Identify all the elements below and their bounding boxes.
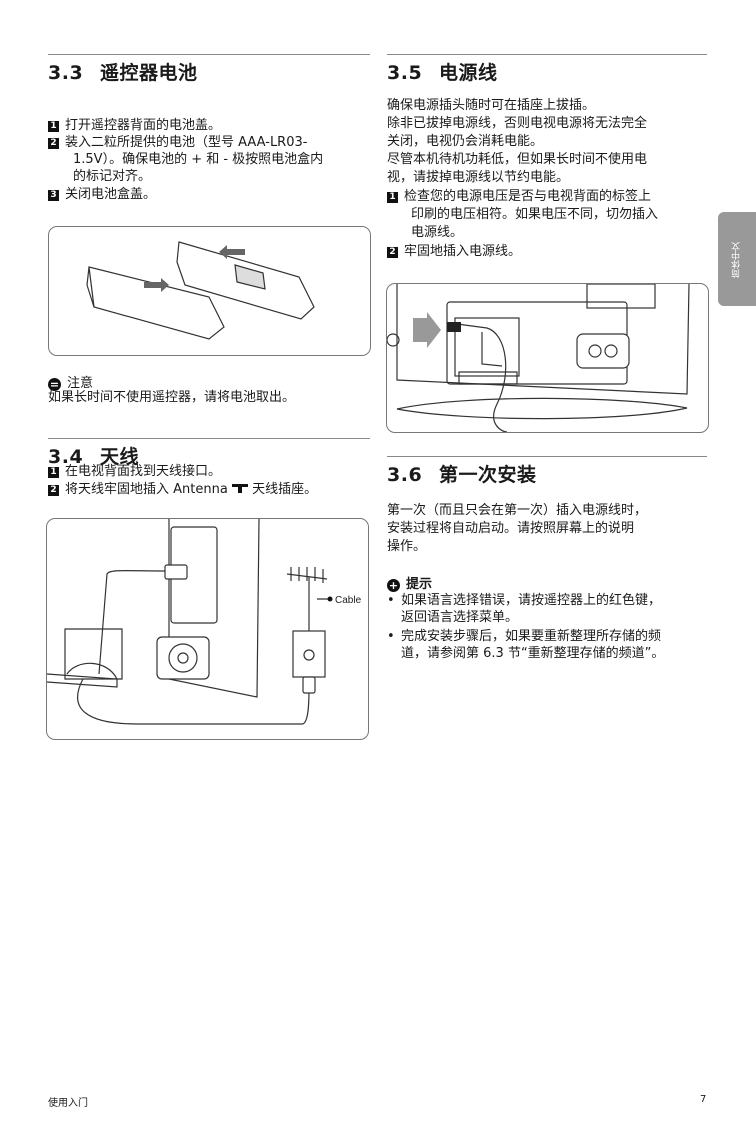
footer-section-name: 使用入门	[48, 1098, 88, 1109]
section-rule	[48, 438, 370, 439]
step-text: 将天线牢固地插入 Antenna	[65, 482, 228, 497]
note-icon: =	[48, 378, 61, 391]
step-text-cont: 的标记对齐。	[73, 169, 152, 184]
step-3: 3 关闭电池盒盖。	[48, 186, 156, 203]
section-rule	[48, 54, 370, 55]
antenna-connection-illustration: Cable	[46, 518, 369, 740]
section-title: 遥控器电池	[100, 62, 198, 84]
language-tab-label: 简体中文	[732, 242, 742, 278]
section-heading-3-3: 3.3 遥控器电池	[48, 58, 198, 85]
step-text: 检查您的电源电压是否与电视背面的标签上	[404, 189, 652, 204]
body-text: 安装过程将自动启动。请按照屏幕上的说明	[387, 521, 635, 536]
step-text: 在电视背面找到天线接口。	[65, 464, 222, 479]
section-heading-3-4: 3.4 天线	[48, 442, 139, 469]
body-text: 视，请拔掉电源线以节约电能。	[387, 170, 570, 185]
note-label: 注意	[67, 376, 94, 391]
step-number-icon: 3	[48, 190, 59, 201]
section-rule	[387, 456, 707, 457]
step-text: 打开遥控器背面的电池盖。	[65, 118, 222, 133]
section-number: 3.3	[48, 62, 84, 84]
step-text: 天线插座。	[252, 482, 318, 497]
body-text: 第一次（而且只会在第一次）插入电源线时，	[387, 503, 648, 518]
step-1: 1 检查您的电源电压是否与电视背面的标签上	[387, 188, 651, 205]
step-number-icon: 2	[48, 485, 59, 496]
step-number-icon: 2	[387, 247, 398, 258]
section-heading-3-6: 3.6 第一次安装	[387, 460, 537, 487]
step-text: 装入二粒所提供的电池（型号 AAA-LR03-	[65, 135, 308, 150]
step-text: 牢固地插入电源线。	[404, 244, 522, 259]
body-text: 尽管本机待机功耗低，但如果长时间不使用电	[387, 152, 648, 167]
step-text-cont: 电源线。	[411, 225, 464, 240]
language-tab: 简体中文	[718, 212, 756, 306]
body-text: 确保电源插头随时可在插座上拔插。	[387, 98, 596, 113]
cable-label: Cable	[335, 595, 362, 606]
section-number: 3.4	[48, 446, 84, 468]
tip-plus-icon: +	[387, 579, 400, 592]
section-number: 3.6	[387, 464, 423, 486]
step-number-icon: 2	[48, 138, 59, 149]
section-heading-3-5: 3.5 电源线	[387, 58, 498, 85]
section-rule	[387, 54, 707, 55]
page-number: 7	[700, 1094, 707, 1105]
remote-battery-illustration	[48, 226, 371, 356]
step-text-cont: 1.5V）。确保电池的 + 和 - 极按照电池盒内	[73, 152, 324, 167]
tip-item: 如果语言选择错误，请按遥控器上的红色键，返回语言选择菜单。	[387, 592, 707, 626]
tip-label: 提示	[406, 577, 433, 592]
step-number-icon: 1	[387, 192, 398, 203]
step-2: 2 牢固地插入电源线。	[387, 243, 521, 260]
step-text-cont: 印刷的电压相符。如果电压不同，切勿插入	[411, 207, 659, 222]
step-number-icon: 1	[48, 121, 59, 132]
body-text: 关闭，电视仍会消耗电能。	[387, 134, 544, 149]
step-2: 2 装入二粒所提供的电池（型号 AAA-LR03-	[48, 134, 307, 151]
note-text: 如果长时间不使用遥控器，请将电池取出。	[48, 390, 296, 405]
step-1: 1 在电视背面找到天线接口。	[48, 463, 221, 480]
note-heading: = 注意	[48, 372, 93, 391]
section-title: 电源线	[439, 62, 498, 84]
antenna-icon	[231, 484, 248, 493]
body-text: 操作。	[387, 539, 427, 554]
body-text: 除非已拔掉电源线，否则电视电源将无法完全	[387, 116, 648, 131]
section-title: 第一次安装	[439, 464, 537, 486]
power-cord-illustration	[386, 283, 709, 433]
step-1: 1 打开遥控器背面的电池盖。	[48, 117, 221, 134]
tip-heading: + 提示	[387, 573, 432, 592]
step-text: 关闭电池盒盖。	[65, 187, 157, 202]
section-number: 3.5	[387, 62, 423, 84]
step-number-icon: 1	[48, 467, 59, 478]
tip-list: 如果语言选择错误，请按遥控器上的红色键，返回语言选择菜单。 完成安装步骤后，如果…	[387, 592, 707, 662]
step-2: 2 将天线牢固地插入 Antenna 天线插座。	[48, 481, 317, 498]
section-title: 天线	[100, 446, 140, 468]
